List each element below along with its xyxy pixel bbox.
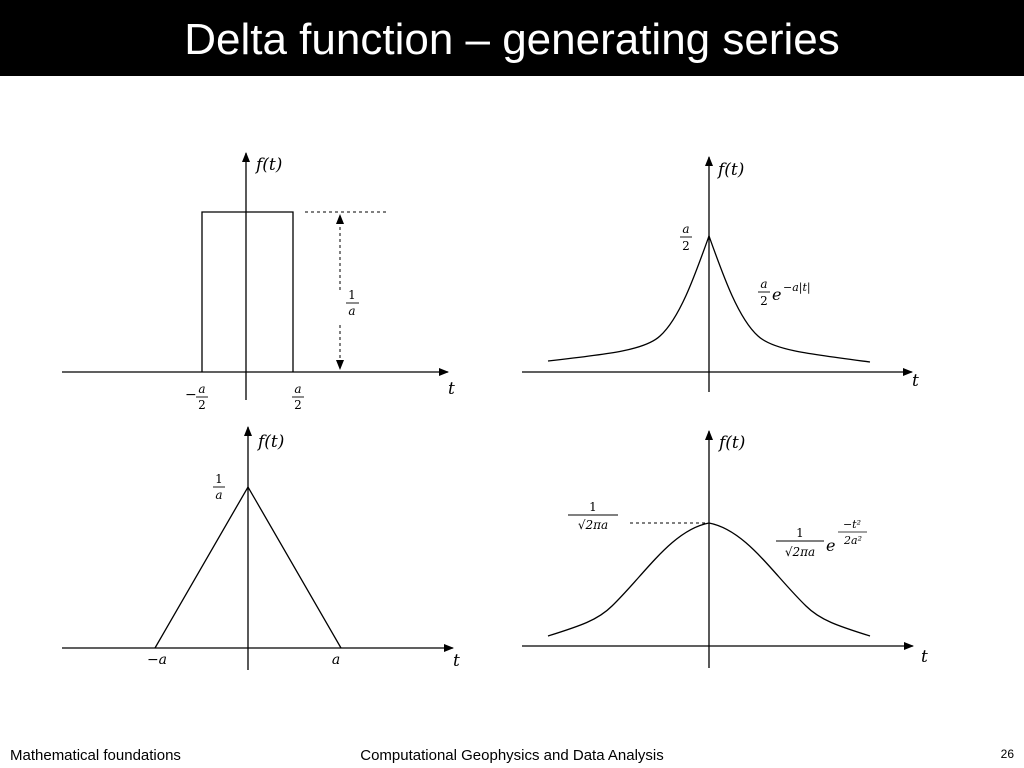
laplace-formula: a 2 e −a|t| — [758, 277, 811, 308]
slide-title: Delta function – generating series — [184, 15, 840, 64]
box-curve — [201, 211, 294, 372]
y-axis-label: f(t) — [716, 160, 744, 180]
y-axis-label: f(t) — [717, 433, 745, 453]
formula-numerator: 1 — [796, 526, 804, 540]
peak-label: a 2 — [680, 222, 692, 253]
formula-denominator: 2 — [760, 294, 768, 308]
slide-number: 26 — [1000, 747, 1014, 761]
laplace-curve — [547, 234, 871, 363]
peak-label-numerator: a — [682, 222, 689, 236]
right-edge-numerator: a — [294, 382, 301, 396]
y-axis-label: f(t) — [254, 155, 282, 175]
x-axis-label: t — [912, 371, 919, 391]
box-function-panel: f(t) t 1 a − a 2 a 2 — [62, 152, 455, 412]
x-axis-label: t — [453, 651, 460, 671]
peak-label-denominator: √2πa — [578, 518, 608, 532]
exponent: −a|t| — [783, 281, 811, 295]
exponent-denominator: 2a² — [843, 534, 862, 547]
height-label: 1 a — [346, 288, 359, 318]
left-edge-numerator: a — [198, 382, 205, 396]
left-edge-denominator: 2 — [198, 398, 206, 412]
gaussian-formula: 1 √2πa e −t² 2a² — [776, 518, 867, 559]
gaussian-function-panel: f(t) t 1 √2πa 1 √2πa e −t² 2a² — [522, 430, 928, 668]
peak-label: 1 √2πa — [568, 500, 618, 532]
height-label-denominator: a — [348, 304, 355, 318]
gaussian-curve — [547, 522, 871, 637]
title-bar: Delta function – generating series — [0, 0, 1024, 76]
y-axis-label: f(t) — [256, 432, 284, 452]
height-label-numerator: 1 — [348, 288, 356, 302]
laplace-function-panel: f(t) t a 2 a 2 e −a|t| — [522, 156, 919, 392]
formula-denominator: √2πa — [785, 545, 815, 559]
peak-label: 1 a — [213, 472, 225, 502]
footer-section-name: Mathematical foundations — [10, 747, 181, 764]
left-edge-label: − a 2 — [185, 382, 208, 412]
exponential-e: e — [826, 536, 835, 555]
minus-sign: − — [185, 387, 197, 403]
peak-label-numerator: 1 — [589, 500, 597, 514]
right-edge-denominator: 2 — [294, 398, 302, 412]
formula-numerator: a — [760, 277, 767, 291]
footer-course-title: Computational Geophysics and Data Analys… — [360, 747, 664, 764]
right-vertex-label: a — [332, 652, 340, 668]
peak-label-denominator: a — [215, 488, 222, 502]
x-axis-label: t — [448, 379, 455, 399]
x-axis-label: t — [921, 647, 928, 667]
exponential-e: e — [772, 285, 781, 304]
triangle-function-panel: f(t) t 1 a −a a — [62, 426, 460, 671]
peak-label-numerator: 1 — [215, 472, 223, 486]
right-edge-label: a 2 — [292, 382, 304, 412]
triangle-curve — [154, 485, 342, 649]
peak-label-denominator: 2 — [682, 239, 690, 253]
left-vertex-label: −a — [147, 652, 167, 668]
exponent-numerator: −t² — [843, 518, 861, 531]
